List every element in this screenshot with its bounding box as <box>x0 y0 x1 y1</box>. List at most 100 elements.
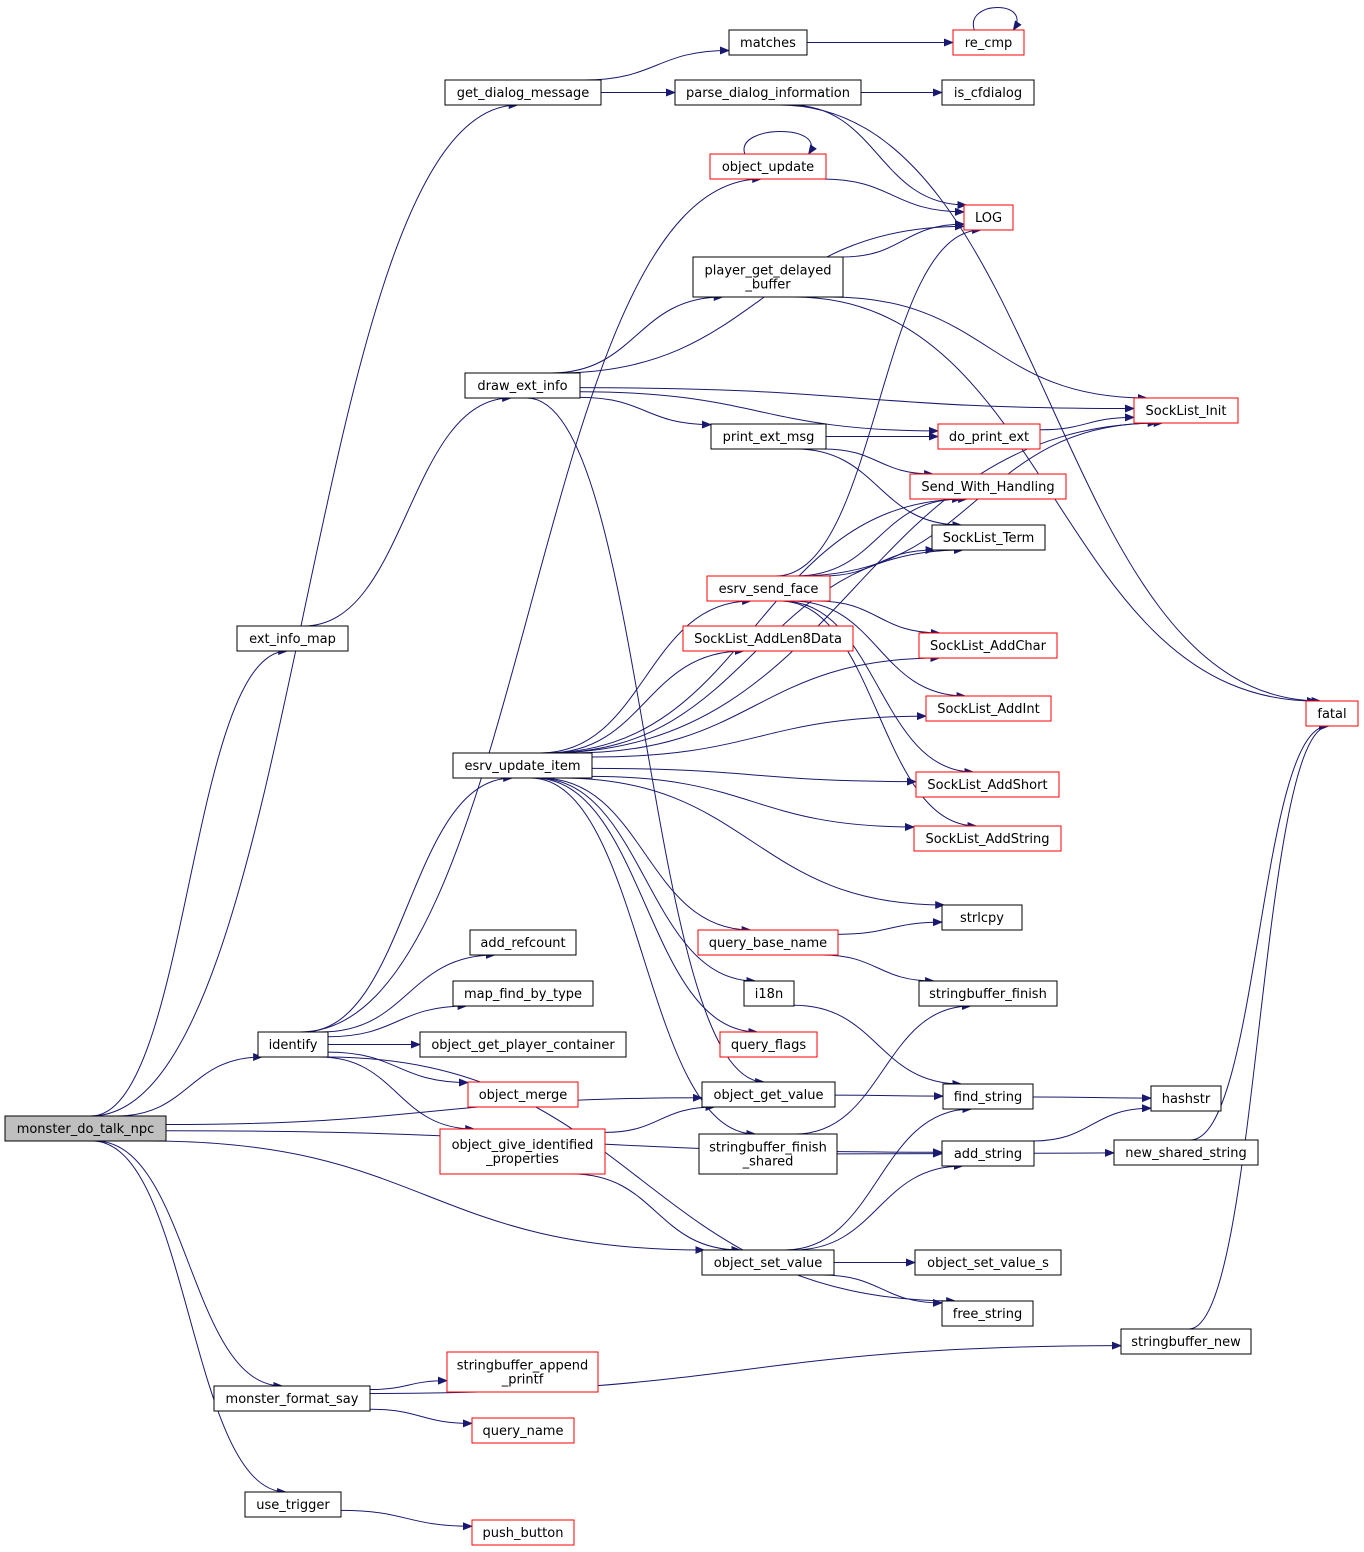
node-SockList_Term[interactable]: SockList_Term <box>931 524 1046 551</box>
node-box <box>941 79 1035 106</box>
node-label: SockList_AddChar <box>930 639 1047 654</box>
node-box <box>674 79 862 106</box>
edge-draw_ext_info-to-SockList_Init <box>579 387 1135 413</box>
edge-esrv_update_item-to-SockList_Init <box>545 419 1164 754</box>
node-map_find_by_type[interactable]: map_find_by_type <box>452 980 594 1007</box>
node-draw_ext_info[interactable]: draw_ext_info <box>464 372 581 399</box>
node-label: stringbuffer_finish <box>709 1141 827 1156</box>
node-label: map_find_by_type <box>464 987 582 1002</box>
edge-esrv_update_item-to-query_base_name <box>539 777 752 934</box>
node-label: object_get_value <box>714 1088 824 1103</box>
node-player_get_delayed_buffer[interactable]: player_get_delayed_buffer <box>692 256 844 298</box>
node-label: _printf <box>501 1373 544 1388</box>
node-stringbuffer_finish_shared[interactable]: stringbuffer_finish_shared <box>698 1133 838 1175</box>
edge-object_update-to-LOG <box>822 178 965 216</box>
edge-esrv_update_item-to-SockList_AddChar <box>570 654 941 754</box>
node-SockList_Init[interactable]: SockList_Init <box>1133 397 1239 424</box>
node-Send_With_Handling[interactable]: Send_With_Handling <box>909 473 1067 500</box>
node-identify[interactable]: identify <box>257 1031 329 1058</box>
node-fatal[interactable]: fatal <box>1305 700 1359 727</box>
node-LOG[interactable]: LOG <box>963 204 1014 231</box>
node-SockList_AddChar[interactable]: SockList_AddChar <box>918 632 1058 659</box>
node-push_button[interactable]: push_button <box>471 1519 575 1546</box>
edge-esrv_send_face-to-SockList_AddString <box>779 600 978 830</box>
node-hashstr[interactable]: hashstr <box>1150 1085 1222 1112</box>
node-box <box>471 1417 575 1444</box>
node-box <box>446 1351 599 1393</box>
edge-query_base_name-to-stringbuffer_finish <box>821 954 936 985</box>
edge-stringbuffer_new-to-fatal <box>1188 722 1331 1330</box>
node-box <box>464 372 581 399</box>
node-add_string[interactable]: add_string <box>941 1140 1035 1167</box>
node-object_get_player_container[interactable]: object_get_player_container <box>419 1031 627 1058</box>
edge-stringbuffer_finish_shared-to-stringbuffer_finish <box>795 1002 972 1135</box>
edge-esrv_send_face-to-SockList_AddChar <box>816 600 941 637</box>
node-is_cfdialog[interactable]: is_cfdialog <box>941 79 1035 106</box>
node-esrv_send_face[interactable]: esrv_send_face <box>706 575 831 602</box>
node-box <box>452 980 594 1007</box>
edge-monster_do_talk_npc-to-get_dialog_message <box>90 101 519 1117</box>
node-label: push_button <box>483 1526 564 1541</box>
node-free_string[interactable]: free_string <box>941 1300 1034 1327</box>
node-parse_dialog_information[interactable]: parse_dialog_information <box>674 79 862 106</box>
edge-ext_info_map-to-draw_ext_info <box>303 394 513 627</box>
node-box <box>941 1140 1035 1167</box>
node-find_string[interactable]: find_string <box>942 1083 1034 1110</box>
edge-layer <box>90 7 1331 1531</box>
node-query_base_name[interactable]: query_base_name <box>697 929 839 956</box>
node-stringbuffer_finish[interactable]: stringbuffer_finish <box>918 980 1058 1007</box>
node-box <box>915 771 1060 798</box>
node-object_set_value_s[interactable]: object_set_value_s <box>914 1249 1062 1276</box>
node-label: identify <box>269 1038 318 1053</box>
node-SockList_AddInt[interactable]: SockList_AddInt <box>925 695 1052 722</box>
node-box <box>701 1249 835 1276</box>
node-monster_do_talk_npc[interactable]: monster_do_talk_npc <box>4 1115 167 1142</box>
node-label: use_trigger <box>256 1498 330 1513</box>
node-re_cmp[interactable]: re_cmp <box>952 29 1025 56</box>
node-strlcpy[interactable]: strlcpy <box>941 904 1023 931</box>
edge-esrv_update_item-to-SockList_AddLen8Data <box>546 647 745 754</box>
node-label: monster_do_talk_npc <box>17 1122 155 1137</box>
node-monster_format_say[interactable]: monster_format_say <box>213 1385 371 1412</box>
node-object_get_value[interactable]: object_get_value <box>701 1081 836 1108</box>
node-SockList_AddShort[interactable]: SockList_AddShort <box>915 771 1060 798</box>
node-box <box>682 625 854 652</box>
node-SockList_AddLen8Data[interactable]: SockList_AddLen8Data <box>682 625 854 652</box>
node-label: add_refcount <box>480 936 565 951</box>
node-print_ext_msg[interactable]: print_ext_msg <box>710 423 827 450</box>
node-use_trigger[interactable]: use_trigger <box>244 1491 342 1518</box>
node-object_give_identified_properties[interactable]: object_give_identified_properties <box>439 1128 606 1175</box>
node-esrv_update_item[interactable]: esrv_update_item <box>452 752 593 779</box>
node-do_print_ext[interactable]: do_print_ext <box>937 423 1041 450</box>
node-SockList_AddString[interactable]: SockList_AddString <box>913 825 1062 852</box>
node-add_refcount[interactable]: add_refcount <box>469 929 577 956</box>
node-get_dialog_message[interactable]: get_dialog_message <box>444 79 602 106</box>
edge-re_cmp-to-re_cmp <box>972 7 1022 31</box>
node-box <box>419 1031 627 1058</box>
node-object_merge[interactable]: object_merge <box>467 1081 579 1108</box>
edge-monster_do_talk_npc-to-monster_format_say <box>95 1140 284 1390</box>
node-query_flags[interactable]: query_flags <box>719 1031 818 1058</box>
node-i18n[interactable]: i18n <box>743 980 795 1007</box>
node-query_name[interactable]: query_name <box>471 1417 575 1444</box>
node-matches[interactable]: matches <box>728 29 808 56</box>
node-new_shared_string[interactable]: new_shared_string <box>1113 1139 1259 1166</box>
node-box <box>444 79 602 106</box>
node-label: parse_dialog_information <box>686 86 850 101</box>
edge-esrv_send_face-to-SockList_AddShort <box>782 600 975 776</box>
node-stringbuffer_append_printf[interactable]: stringbuffer_append_printf <box>446 1351 599 1393</box>
node-label: new_shared_string <box>1125 1146 1246 1161</box>
node-box <box>439 1128 606 1175</box>
node-object_update[interactable]: object_update <box>709 153 827 180</box>
node-box <box>452 752 593 779</box>
edge-object_give_identified_properties-to-object_set_value <box>572 1173 742 1254</box>
node-label: esrv_send_face <box>719 582 819 597</box>
edge-object_set_value-to-find_string <box>784 1105 973 1251</box>
node-box <box>236 625 349 652</box>
node-stringbuffer_new[interactable]: stringbuffer_new <box>1120 1328 1252 1355</box>
node-ext_info_map[interactable]: ext_info_map <box>236 625 349 652</box>
node-label: get_dialog_message <box>457 86 589 101</box>
node-object_set_value[interactable]: object_set_value <box>701 1249 835 1276</box>
node-box <box>469 929 577 956</box>
node-box <box>918 980 1058 1007</box>
